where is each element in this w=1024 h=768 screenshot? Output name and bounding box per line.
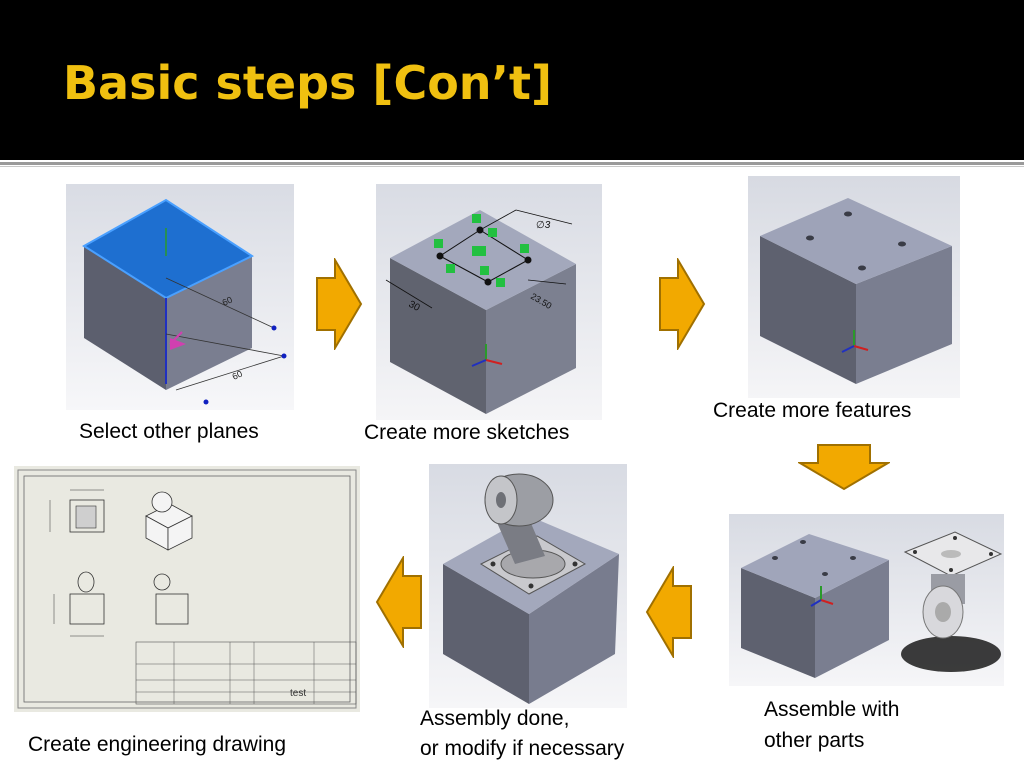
svg-text:60: 60 [221,295,234,308]
step-caption-engineering-drawing: Create engineering drawing [28,733,286,756]
block-arrow-icon [375,556,422,648]
slide-title: Basic steps [Con’t] [63,56,553,110]
step-image-assemble [729,514,1004,686]
step-image-engineering-drawing: test [14,466,360,712]
step-image-create-sketches: 30 ∅3 23.50 [376,184,602,420]
step-caption-assembly-done-1: Assembly done, [420,707,570,730]
block-arrow-icon [645,566,692,658]
step-caption-assemble-1: Assemble with [764,698,900,721]
block-arrow-icon [798,444,890,491]
slide-header: Basic steps [Con’t] [0,0,1024,160]
step-caption-create-features: Create more features [713,399,912,422]
svg-text:30: 30 [407,299,422,314]
block-arrow-icon [659,258,706,350]
step-image-select-planes: 60 60 [66,184,294,410]
step-caption-assembly-done-2: or modify if necessary [420,737,625,760]
step-image-create-features [748,176,960,398]
header-divider [0,162,1024,165]
step-caption-select-planes: Select other planes [79,420,259,443]
drawing-title-text: test [290,688,307,699]
block-arrow-icon [316,258,363,350]
step-caption-create-sketches: Create more sketches [364,421,570,444]
header-divider-thin [0,166,1024,167]
svg-text:∅3: ∅3 [536,220,551,231]
step-image-assembly-done [429,464,627,708]
step-caption-assemble-2: other parts [764,729,865,752]
svg-text:60: 60 [231,369,244,382]
